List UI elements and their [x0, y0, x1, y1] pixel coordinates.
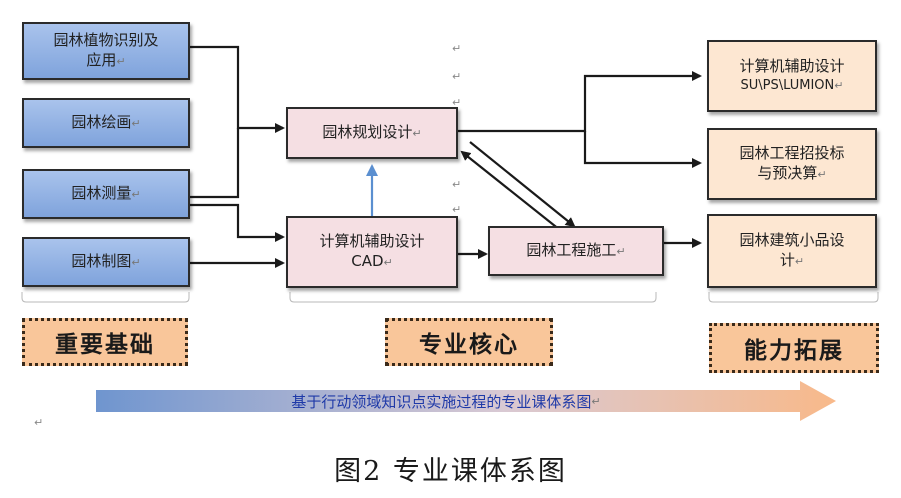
return-mark: ↵ — [616, 245, 626, 258]
return-mark: ↵ — [383, 256, 393, 269]
arrow-label-text: 基于行动领域知识点实施过程的专业课体系图 — [291, 392, 592, 411]
course-cad-design: 计算机辅助设计 CAD↵ — [286, 216, 458, 288]
course-label: 园林建筑小品设 — [739, 231, 845, 249]
caption-text: 图2 专业课体系图 — [334, 456, 567, 487]
course-garden-survey: 园林测量↵ — [22, 169, 190, 219]
connector-construction-to-planning — [460, 150, 561, 231]
return-mark: ↵ — [412, 127, 422, 140]
connector-plant-to-planning — [190, 45, 285, 133]
connector-survey-to-cad — [190, 203, 285, 242]
course-label: 园林绘画 — [71, 113, 132, 131]
course-label: 园林规划设计 — [322, 123, 413, 141]
course-label: CAD — [351, 252, 384, 270]
connector-survey-to-planning — [190, 128, 240, 199]
course-label: 园林测量 — [71, 184, 132, 202]
return-mark: ↵ — [834, 79, 844, 92]
connector-planning-to-bidding — [583, 131, 702, 168]
category-foundation: 重要基础 — [22, 318, 188, 366]
connector-planning-to-construction — [469, 141, 576, 228]
course-plant-identification: 园林植物识别及 应用↵ — [22, 22, 190, 80]
return-mark: ↵ — [591, 394, 601, 408]
course-label: 计算机辅助设计 — [739, 57, 845, 75]
return-mark: ↵ — [794, 255, 805, 268]
return-mark: ↵ — [452, 70, 462, 83]
process-arrow — [96, 381, 836, 421]
return-mark: ↵ — [131, 188, 141, 201]
category-label: 重要基础 — [55, 332, 155, 358]
return-mark: ↵ — [452, 96, 462, 109]
category-label: 能力拓展 — [744, 338, 844, 364]
bracket-core — [289, 292, 657, 303]
category-extension: 能力拓展 — [709, 323, 879, 373]
return-mark: ↵ — [452, 42, 462, 55]
course-label: 园林工程招投标 — [739, 144, 845, 162]
bracket-extension — [708, 292, 879, 303]
bracket-foundation — [21, 292, 190, 303]
course-label: 园林植物识别及 — [53, 31, 159, 49]
course-label: 园林制图 — [71, 252, 132, 270]
connector-planning-to-computer — [458, 71, 702, 133]
category-core: 专业核心 — [385, 318, 553, 366]
course-label: 计算机辅助设计 — [319, 232, 425, 250]
return-mark: ↵ — [452, 178, 462, 191]
return-mark: ↵ — [131, 117, 141, 130]
return-mark: ↵ — [131, 256, 141, 269]
return-mark: ↵ — [116, 55, 126, 68]
course-label: 与预决算 — [757, 164, 818, 182]
course-label: 计 — [779, 251, 795, 269]
course-garden-planning: 园林规划设计↵ — [286, 107, 458, 159]
course-label: SU\PS\LUMION — [740, 78, 835, 93]
figure-caption: 图2 专业课体系图 — [0, 449, 901, 488]
return-mark: ↵ — [817, 168, 827, 181]
process-arrow-label: 基于行动领域知识点实施过程的专业课体系图↵ — [96, 389, 796, 413]
course-label: 应用 — [86, 51, 117, 69]
course-garden-drawing: 园林绘画↵ — [22, 98, 190, 148]
course-garden-construction: 园林工程施工↵ — [488, 226, 664, 276]
course-garden-cartography: 园林制图↵ — [22, 237, 190, 287]
return-mark: ↵ — [452, 203, 462, 216]
course-small-building-design: 园林建筑小品设 计↵ — [707, 214, 877, 288]
course-bidding-budget: 园林工程招投标 与预决算↵ — [707, 128, 877, 200]
course-computer-design: 计算机辅助设计 SU\PS\LUMION↵ — [707, 40, 877, 112]
return-mark: ↵ — [34, 416, 44, 429]
course-label: 园林工程施工 — [526, 241, 617, 259]
category-label: 专业核心 — [419, 332, 519, 358]
